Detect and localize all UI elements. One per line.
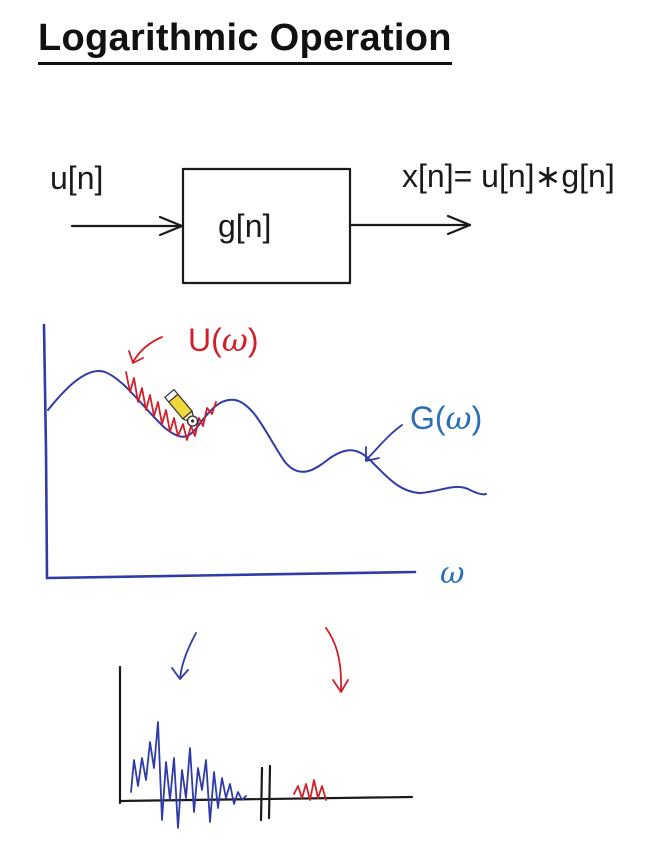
cepstrum-axes — [118, 665, 414, 822]
g-omega-curve — [47, 369, 487, 496]
g-omega-pointer-head — [365, 446, 380, 462]
g-omega-label: G(ω) — [410, 400, 482, 436]
system-block — [181, 167, 352, 285]
u-omega-ripple — [125, 371, 217, 441]
output-label: x[n]= u[n]∗g[n] — [402, 158, 615, 194]
u-omega-prefix: U( — [188, 322, 222, 358]
u-omega-pointer — [128, 336, 163, 364]
red-down-arrow — [325, 627, 349, 693]
cepstrum-break-mark-1 — [259, 766, 264, 822]
g-omega-suffix: ) — [471, 400, 483, 436]
cepstrum-break-mark-2 — [267, 764, 272, 820]
spectrum-axes — [42, 323, 417, 580]
u-omega-label: U(ω) — [188, 322, 259, 358]
output-arrowhead — [446, 214, 472, 236]
cepstrum-red-signal — [293, 779, 327, 801]
blue-down-arrow-head — [171, 667, 189, 680]
page-title: Logarithmic Operation — [38, 14, 452, 65]
g-omega-prefix: G( — [410, 400, 446, 436]
pencil-cursor-dot-center — [190, 419, 195, 423]
u-omega-pointer-head — [128, 350, 144, 364]
spectrum-y-axis — [42, 323, 49, 580]
input-label: u[n] — [50, 160, 104, 196]
u-omega-suffix: ) — [247, 322, 259, 358]
cepstrum-blue-signal — [130, 721, 247, 829]
u-omega-symbol: ω — [221, 321, 248, 359]
g-omega-pointer-stem — [365, 424, 403, 461]
g-omega-pointer — [365, 424, 403, 462]
red-down-arrow-stem — [325, 627, 342, 691]
cepstrum-x-axis — [118, 795, 414, 803]
blue-down-arrow — [171, 632, 197, 680]
omega-axis-label: ω — [440, 556, 465, 591]
u-omega-pointer-stem — [132, 336, 163, 363]
pencil-cursor-cap — [163, 388, 179, 403]
system-label: g[n] — [218, 208, 272, 244]
pencil-cursor-icon — [163, 388, 199, 427]
g-omega-symbol: ω — [445, 399, 472, 437]
block-diagram — [70, 167, 472, 285]
red-down-arrow-head — [332, 679, 349, 693]
blue-down-arrow-stem — [179, 632, 197, 679]
spectrum-x-axis — [45, 570, 417, 580]
